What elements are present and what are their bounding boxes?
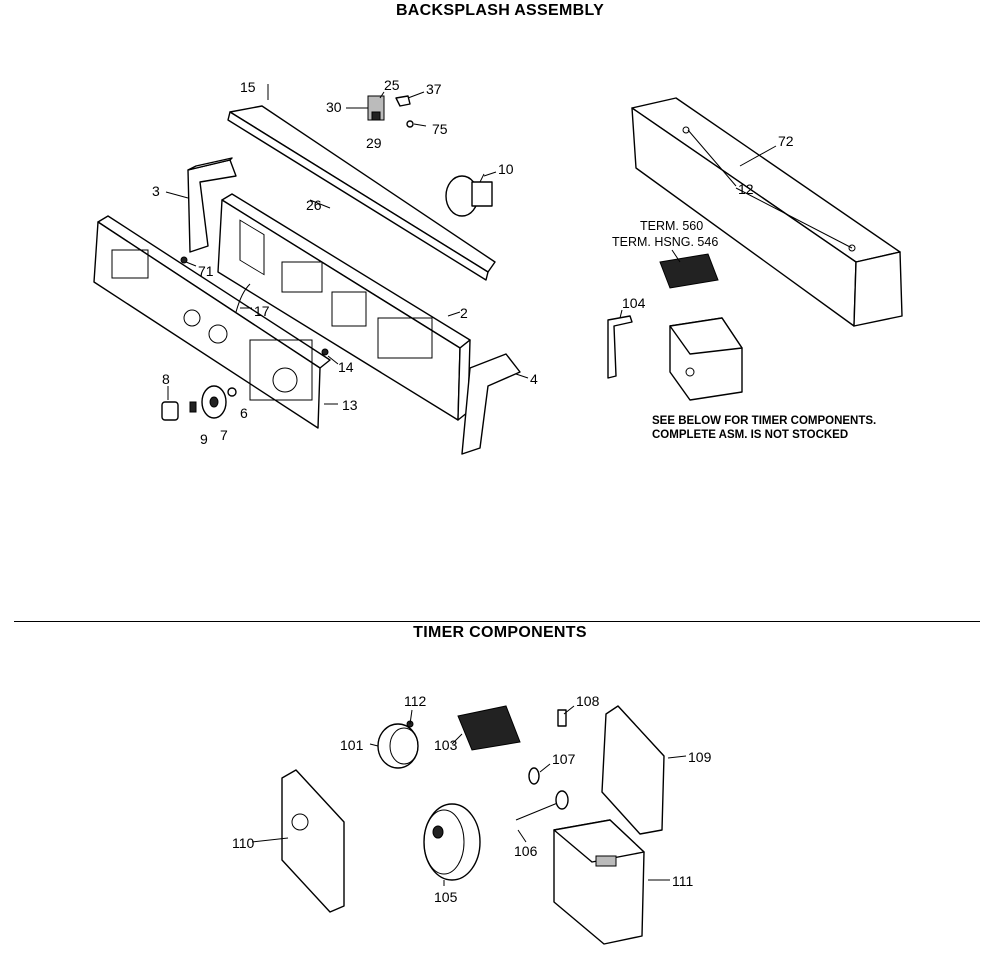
terminal-block — [659, 253, 719, 289]
label-9: 9 — [200, 431, 208, 447]
part-8-knob — [161, 401, 179, 421]
part-25-switch-bracket — [367, 95, 385, 121]
label-3: 3 — [152, 183, 160, 199]
label-72: 72 — [778, 133, 794, 149]
part-37-clip — [395, 95, 411, 107]
label-106: 106 — [514, 843, 538, 859]
label-29: 29 — [366, 135, 382, 151]
part-108-clip — [557, 709, 567, 727]
label-75: 75 — [432, 121, 448, 137]
part-10-pressure-switch — [445, 173, 493, 217]
label-10: 10 — [498, 161, 514, 177]
part-4-right-end-cap — [461, 353, 521, 455]
label-17: 17 — [254, 303, 270, 319]
label-15: 15 — [240, 79, 256, 95]
part-26-top-cover — [227, 105, 496, 281]
label-14: 14 — [338, 359, 354, 375]
part-3-left-end-cap — [187, 157, 237, 253]
timer-assembly — [669, 317, 743, 401]
part-14-screw — [321, 348, 329, 356]
label-109: 109 — [688, 749, 712, 765]
part-109-side-frame — [601, 705, 665, 835]
part-110-back-frame — [281, 769, 345, 913]
part-103-terminal-block — [457, 705, 521, 751]
label-101: 101 — [340, 737, 364, 753]
label-107: 107 — [552, 751, 576, 767]
label-13: 13 — [342, 397, 358, 413]
label-30: 30 — [326, 99, 342, 115]
part-71-screw — [180, 256, 188, 264]
label-4: 4 — [530, 371, 538, 387]
label-term-560: TERM. 560 — [640, 219, 703, 233]
label-37: 37 — [426, 81, 442, 97]
label-110: 110 — [232, 835, 255, 851]
part-9-spring — [189, 401, 197, 413]
label-104: 104 — [622, 295, 646, 311]
part-6-button — [227, 387, 237, 397]
leader-lines-backsplash — [165, 91, 853, 405]
part-106-shaft — [515, 790, 569, 821]
label-111: 111 — [672, 873, 693, 889]
backsplash-assembly-title: BACKSPLASH ASSEMBLY — [395, 2, 605, 19]
label-112: 112 — [404, 693, 427, 709]
timer-components-title: TIMER COMPONENTS — [413, 624, 587, 641]
leader-lines-timer — [251, 705, 687, 886]
section-divider — [14, 621, 980, 622]
part-13-front-panel — [93, 215, 331, 429]
part-111-cover — [553, 819, 645, 945]
label-105: 105 — [434, 889, 458, 905]
part-75-screw — [406, 120, 414, 128]
part-105-cam-drum — [423, 803, 481, 881]
note-not-stocked: COMPLETE ASM. IS NOT STOCKED — [652, 429, 848, 441]
part-107-washer — [528, 767, 540, 785]
label-7: 7 — [220, 427, 228, 443]
label-71: 71 — [198, 263, 214, 279]
label-26: 26 — [306, 197, 322, 213]
part-72-rear-cover — [631, 97, 903, 327]
label-6: 6 — [240, 405, 248, 421]
label-term-housing-546: TERM. HSNG. 546 — [612, 235, 718, 249]
part-104-bracket — [607, 315, 633, 379]
part-17-clip — [235, 283, 251, 313]
label-8: 8 — [162, 371, 170, 387]
label-12: 12 — [738, 181, 754, 197]
part-101-timer-motor — [377, 720, 419, 769]
label-25: 25 — [384, 77, 400, 93]
note-see-below: SEE BELOW FOR TIMER COMPONENTS. — [652, 415, 876, 427]
label-103: 103 — [434, 737, 458, 753]
label-2: 2 — [460, 305, 468, 321]
label-108: 108 — [576, 693, 600, 709]
part-7-dial — [201, 385, 227, 419]
part-2-main-frame — [217, 193, 471, 421]
